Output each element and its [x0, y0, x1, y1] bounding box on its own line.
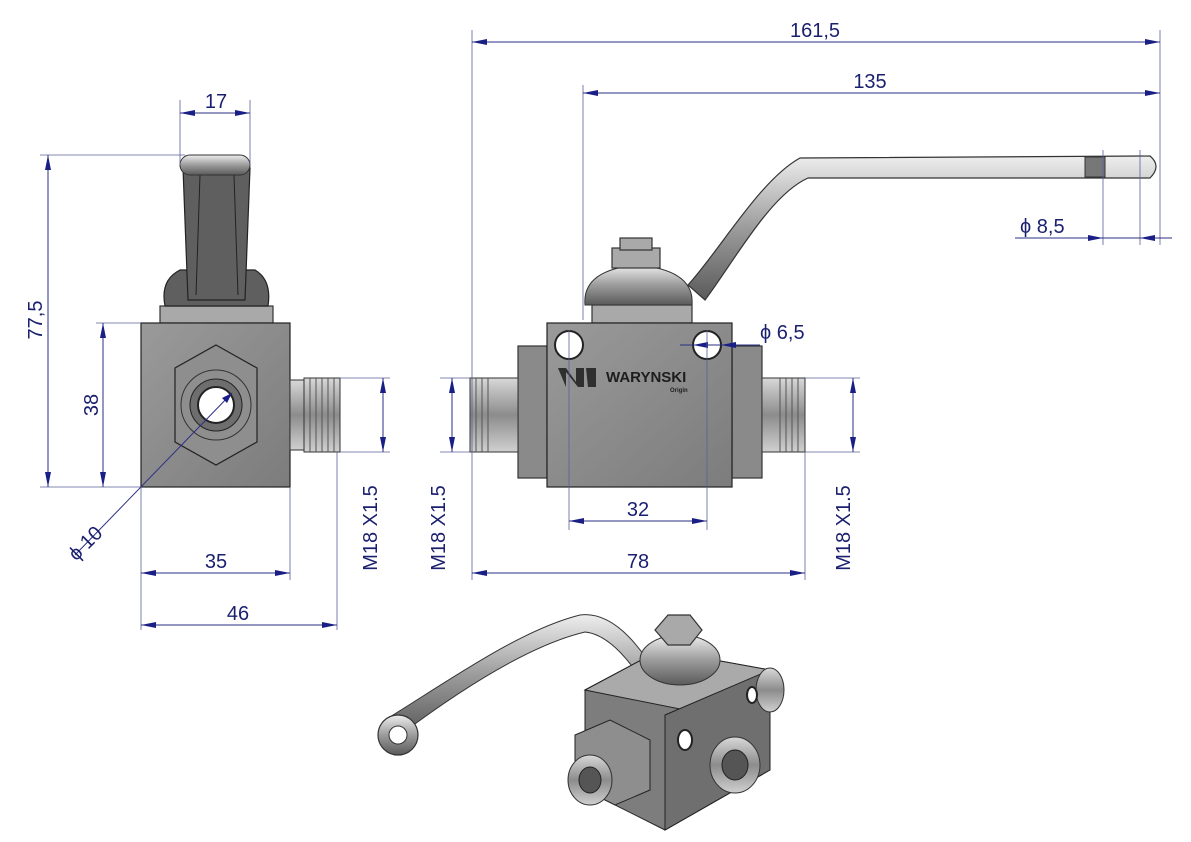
- dim-handle-hole: ϕ 8,5: [1020, 216, 1065, 238]
- side-view: 17 77,5 38 ϕ 10 35 46 M18 X1.5: [25, 91, 390, 630]
- dim-overall-length: 161,5: [790, 20, 840, 42]
- right-thread: [761, 377, 806, 453]
- bore-hole: [197, 386, 235, 424]
- waryński-logo: WARYNSKI Origin: [558, 368, 688, 394]
- dimension-lines-front: [440, 30, 1172, 580]
- svg-text:Origin: Origin: [670, 388, 688, 394]
- dim-mount-hole: ϕ 6,5: [760, 322, 805, 344]
- front-view: WARYNSKI Origin: [428, 20, 1172, 580]
- dim-total-width: 46: [227, 603, 249, 625]
- handle-front: [584, 155, 1157, 324]
- dim-handle-length: 135: [853, 71, 886, 93]
- dim-total-height: 77,5: [25, 301, 47, 340]
- handle-side: [159, 154, 274, 324]
- left-thread: [469, 377, 519, 453]
- dim-hole-spacing: 32: [627, 499, 649, 521]
- dim-body-length: 78: [627, 551, 649, 573]
- dimension-lines-side: [40, 100, 390, 630]
- dim-body-height: 38: [81, 394, 103, 416]
- right-nut: [731, 345, 763, 479]
- dim-thread-side: M18 X1.5: [360, 485, 382, 571]
- dim-handle-width: 17: [205, 91, 227, 113]
- dim-thread-right: M18 X1.5: [833, 485, 855, 571]
- left-nut: [517, 345, 548, 479]
- dim-body-width: 35: [205, 551, 227, 573]
- dim-thread-left: M18 X1.5: [428, 485, 450, 571]
- isometric-view: [377, 614, 785, 831]
- svg-text:WARYNSKI: WARYNSKI: [606, 369, 686, 386]
